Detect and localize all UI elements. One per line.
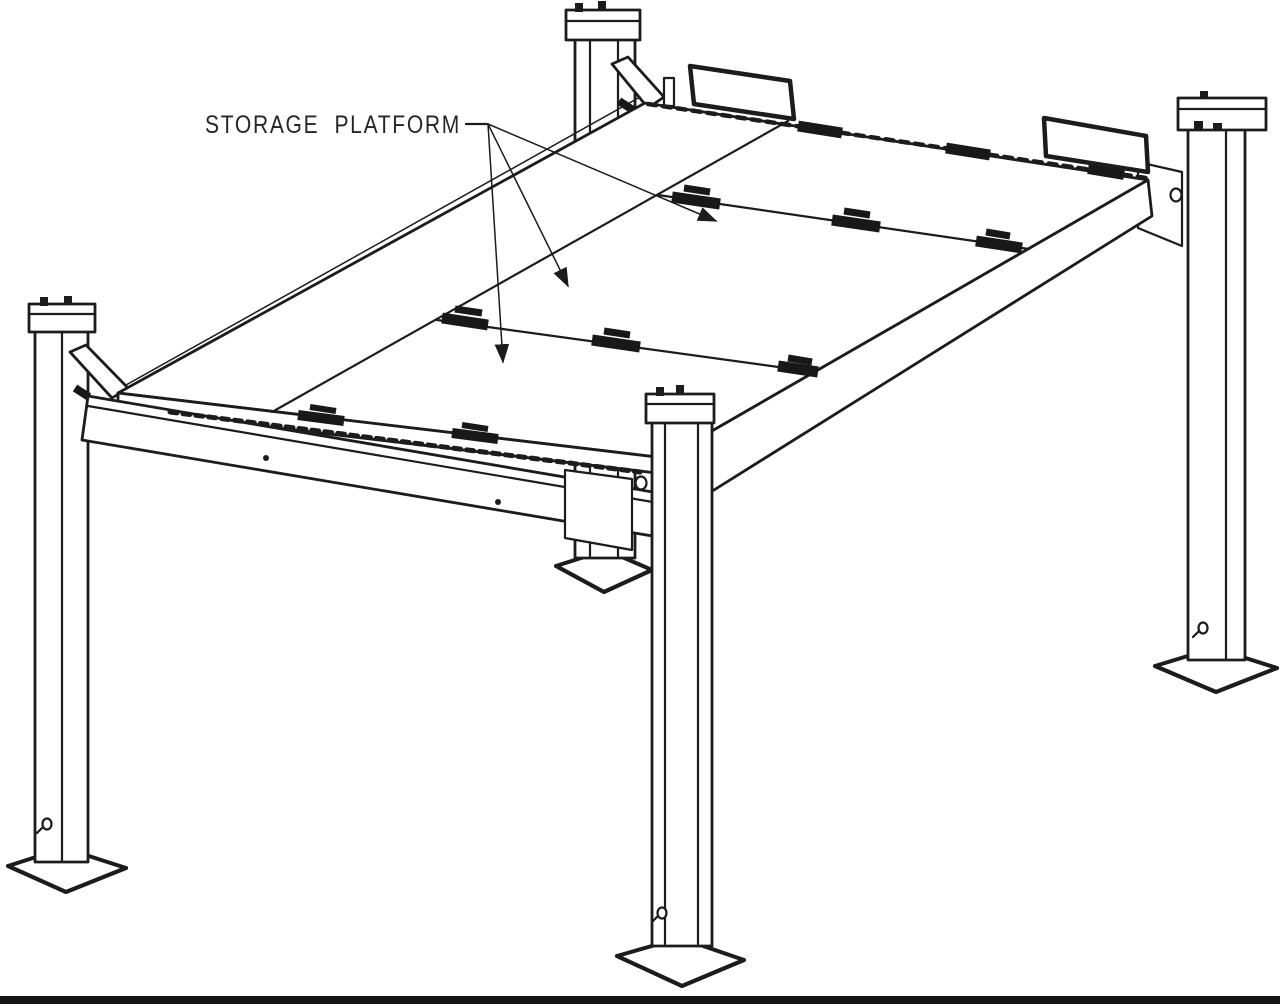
panel-clips-near-edge [297, 404, 499, 444]
deck-left-edge-lip [125, 96, 641, 386]
wheel-stop-ramp-1 [687, 63, 797, 122]
left-post-cap [27, 302, 97, 334]
front-post [615, 385, 746, 988]
left-post [6, 296, 130, 894]
leader-arrow-3 [487, 123, 510, 364]
serrated-edge [167, 409, 643, 475]
annotation: STORAGE PLATFORM [205, 111, 718, 364]
right-post-cap [1176, 96, 1268, 132]
panel-clips-seam-2 [671, 184, 1023, 254]
leader-arrow-2 [487, 123, 569, 288]
deck-long-seam [270, 119, 790, 414]
front-bracket-hole [634, 475, 648, 491]
back-post-tab [662, 76, 676, 108]
right-gusset-hole [1169, 187, 1183, 203]
front-post-bracket [563, 468, 648, 552]
storage-platform-label: STORAGE PLATFORM [205, 111, 461, 139]
right-post-bolt-hole [1197, 621, 1209, 635]
front-post-cap [644, 392, 716, 425]
panel-clips-seam-1 [441, 305, 819, 378]
footer-bar [0, 996, 1280, 1004]
wheel-stop-ramp-2 [1041, 115, 1151, 175]
deck-far-edge-dashes [645, 101, 1149, 181]
back-post-cap [564, 8, 642, 42]
left-post-bolt-hole [41, 817, 53, 831]
front-post-bolt-hole [656, 906, 668, 920]
storage-platform-deck [116, 96, 1154, 507]
leader-arrow-1 [487, 123, 718, 222]
right-post [1153, 91, 1279, 694]
